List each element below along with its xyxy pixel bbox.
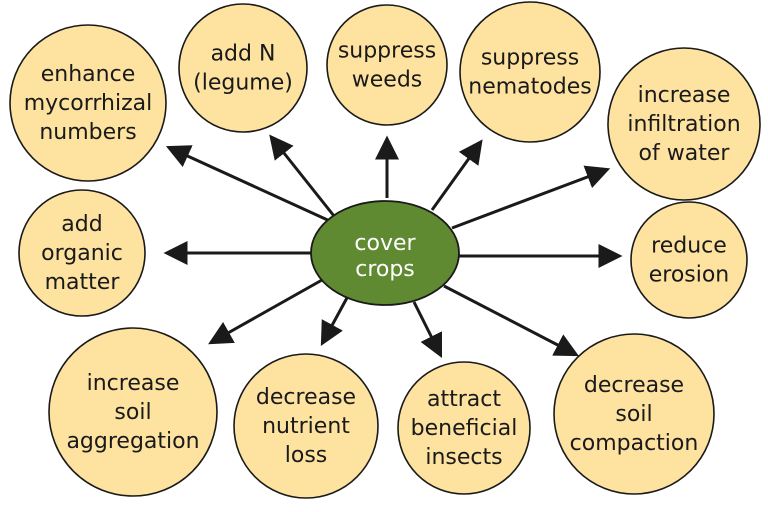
node-increase-infiltration: increase infiltration of water	[607, 47, 761, 201]
node-label-decrease-soil-compaction-line-3: compaction	[570, 431, 699, 456]
node-label-suppress-weeds-line-1: suppress	[338, 39, 436, 64]
arrow-to-increase-infiltration	[451, 165, 611, 230]
node-add-n-legume: add N (legume)	[178, 3, 308, 133]
node-increase-soil-aggregation: increase soil aggregation	[48, 327, 218, 497]
node-circle-attract-beneficial-insects	[397, 361, 531, 495]
node-label-attract-beneficial-insects-line-1: attract	[427, 387, 501, 412]
node-label-increase-infiltration-line-1: increase	[638, 83, 731, 108]
node-label-enhance-mycorrhizal-line-3: numbers	[39, 120, 136, 145]
node-suppress-nematodes: suppress nematodes	[459, 1, 601, 143]
node-label-decrease-nutrient-loss-line-1: decrease	[256, 385, 356, 410]
node-label-decrease-nutrient-loss-line-3: loss	[285, 443, 328, 468]
node-add-organic-matter: add organic matter	[18, 189, 146, 317]
node-label-reduce-erosion-line-1: reduce	[651, 234, 727, 259]
node-circle-suppress-weeds	[326, 4, 448, 126]
node-label-attract-beneficial-insects-line-3: insects	[425, 445, 502, 470]
node-label-increase-soil-aggregation-line-1: increase	[87, 371, 180, 396]
node-circle-increase-soil-aggregation	[48, 327, 218, 497]
arrow-to-attract-beneficial-insects	[412, 301, 443, 359]
nodes-layer: enhance mycorrhizal numbers add N (legume) su…	[9, 1, 761, 499]
node-circle-decrease-nutrient-loss	[233, 353, 379, 499]
arrow-to-enhance-mycorrhizal	[165, 145, 333, 224]
node-label-suppress-nematodes-line-1: suppress	[481, 46, 579, 71]
node-circle-reduce-erosion	[630, 201, 748, 319]
node-label-increase-soil-aggregation-line-3: aggregation	[66, 429, 199, 454]
node-enhance-mycorrhizal: enhance mycorrhizal numbers	[9, 24, 167, 182]
center-ellipse	[310, 200, 460, 306]
arrow-to-add-n-legume	[269, 134, 336, 217]
node-decrease-soil-compaction: decrease soil compaction	[553, 333, 715, 495]
node-suppress-weeds: suppress weeds	[326, 4, 448, 126]
node-circle-increase-infiltration	[607, 47, 761, 201]
node-label-suppress-nematodes-line-2: nematodes	[468, 75, 591, 100]
node-label-decrease-nutrient-loss-line-2: nutrient	[262, 414, 350, 439]
arrow-to-suppress-nematodes	[430, 139, 483, 211]
node-label-add-n-legume-line-1: add N	[211, 42, 276, 67]
arrow-to-decrease-soil-compaction	[443, 284, 579, 357]
node-label-add-organic-matter-line-1: add	[61, 212, 102, 237]
node-label-enhance-mycorrhizal-line-1: enhance	[41, 62, 135, 87]
node-label-decrease-soil-compaction-line-2: soil	[615, 402, 652, 427]
node-circle-enhance-mycorrhizal	[9, 24, 167, 182]
node-label-reduce-erosion-line-2: erosion	[649, 263, 730, 288]
center-node: cover crops	[310, 200, 460, 306]
node-label-add-n-legume-line-2: (legume)	[193, 71, 293, 96]
node-circle-add-organic-matter	[18, 189, 146, 317]
arrow-to-increase-soil-aggregation	[208, 278, 323, 345]
node-attract-beneficial-insects: attract beneficial insects	[397, 361, 531, 495]
node-decrease-nutrient-loss: decrease nutrient loss	[233, 353, 379, 499]
node-label-increase-infiltration-line-3: of water	[639, 141, 731, 166]
node-circle-suppress-nematodes	[459, 1, 601, 143]
center-label-line-1: cover	[354, 231, 416, 256]
node-reduce-erosion: reduce erosion	[630, 201, 748, 319]
node-circle-decrease-soil-compaction	[553, 333, 715, 495]
node-label-enhance-mycorrhizal-line-2: mycorrhizal	[24, 91, 153, 116]
node-label-increase-infiltration-line-2: infiltration	[627, 112, 740, 137]
arrows-layer	[163, 134, 623, 359]
node-circle-add-n-legume	[178, 3, 308, 133]
arrow-to-decrease-nutrient-loss	[320, 295, 350, 346]
node-label-increase-soil-aggregation-line-2: soil	[114, 400, 151, 425]
node-label-add-organic-matter-line-2: organic	[41, 241, 123, 266]
center-label-line-2: crops	[355, 257, 415, 282]
node-label-decrease-soil-compaction-line-1: decrease	[584, 373, 684, 398]
node-label-suppress-weeds-line-2: weeds	[352, 68, 423, 93]
node-label-add-organic-matter-line-3: matter	[45, 270, 121, 295]
node-label-attract-beneficial-insects-line-2: beneficial	[411, 416, 518, 441]
